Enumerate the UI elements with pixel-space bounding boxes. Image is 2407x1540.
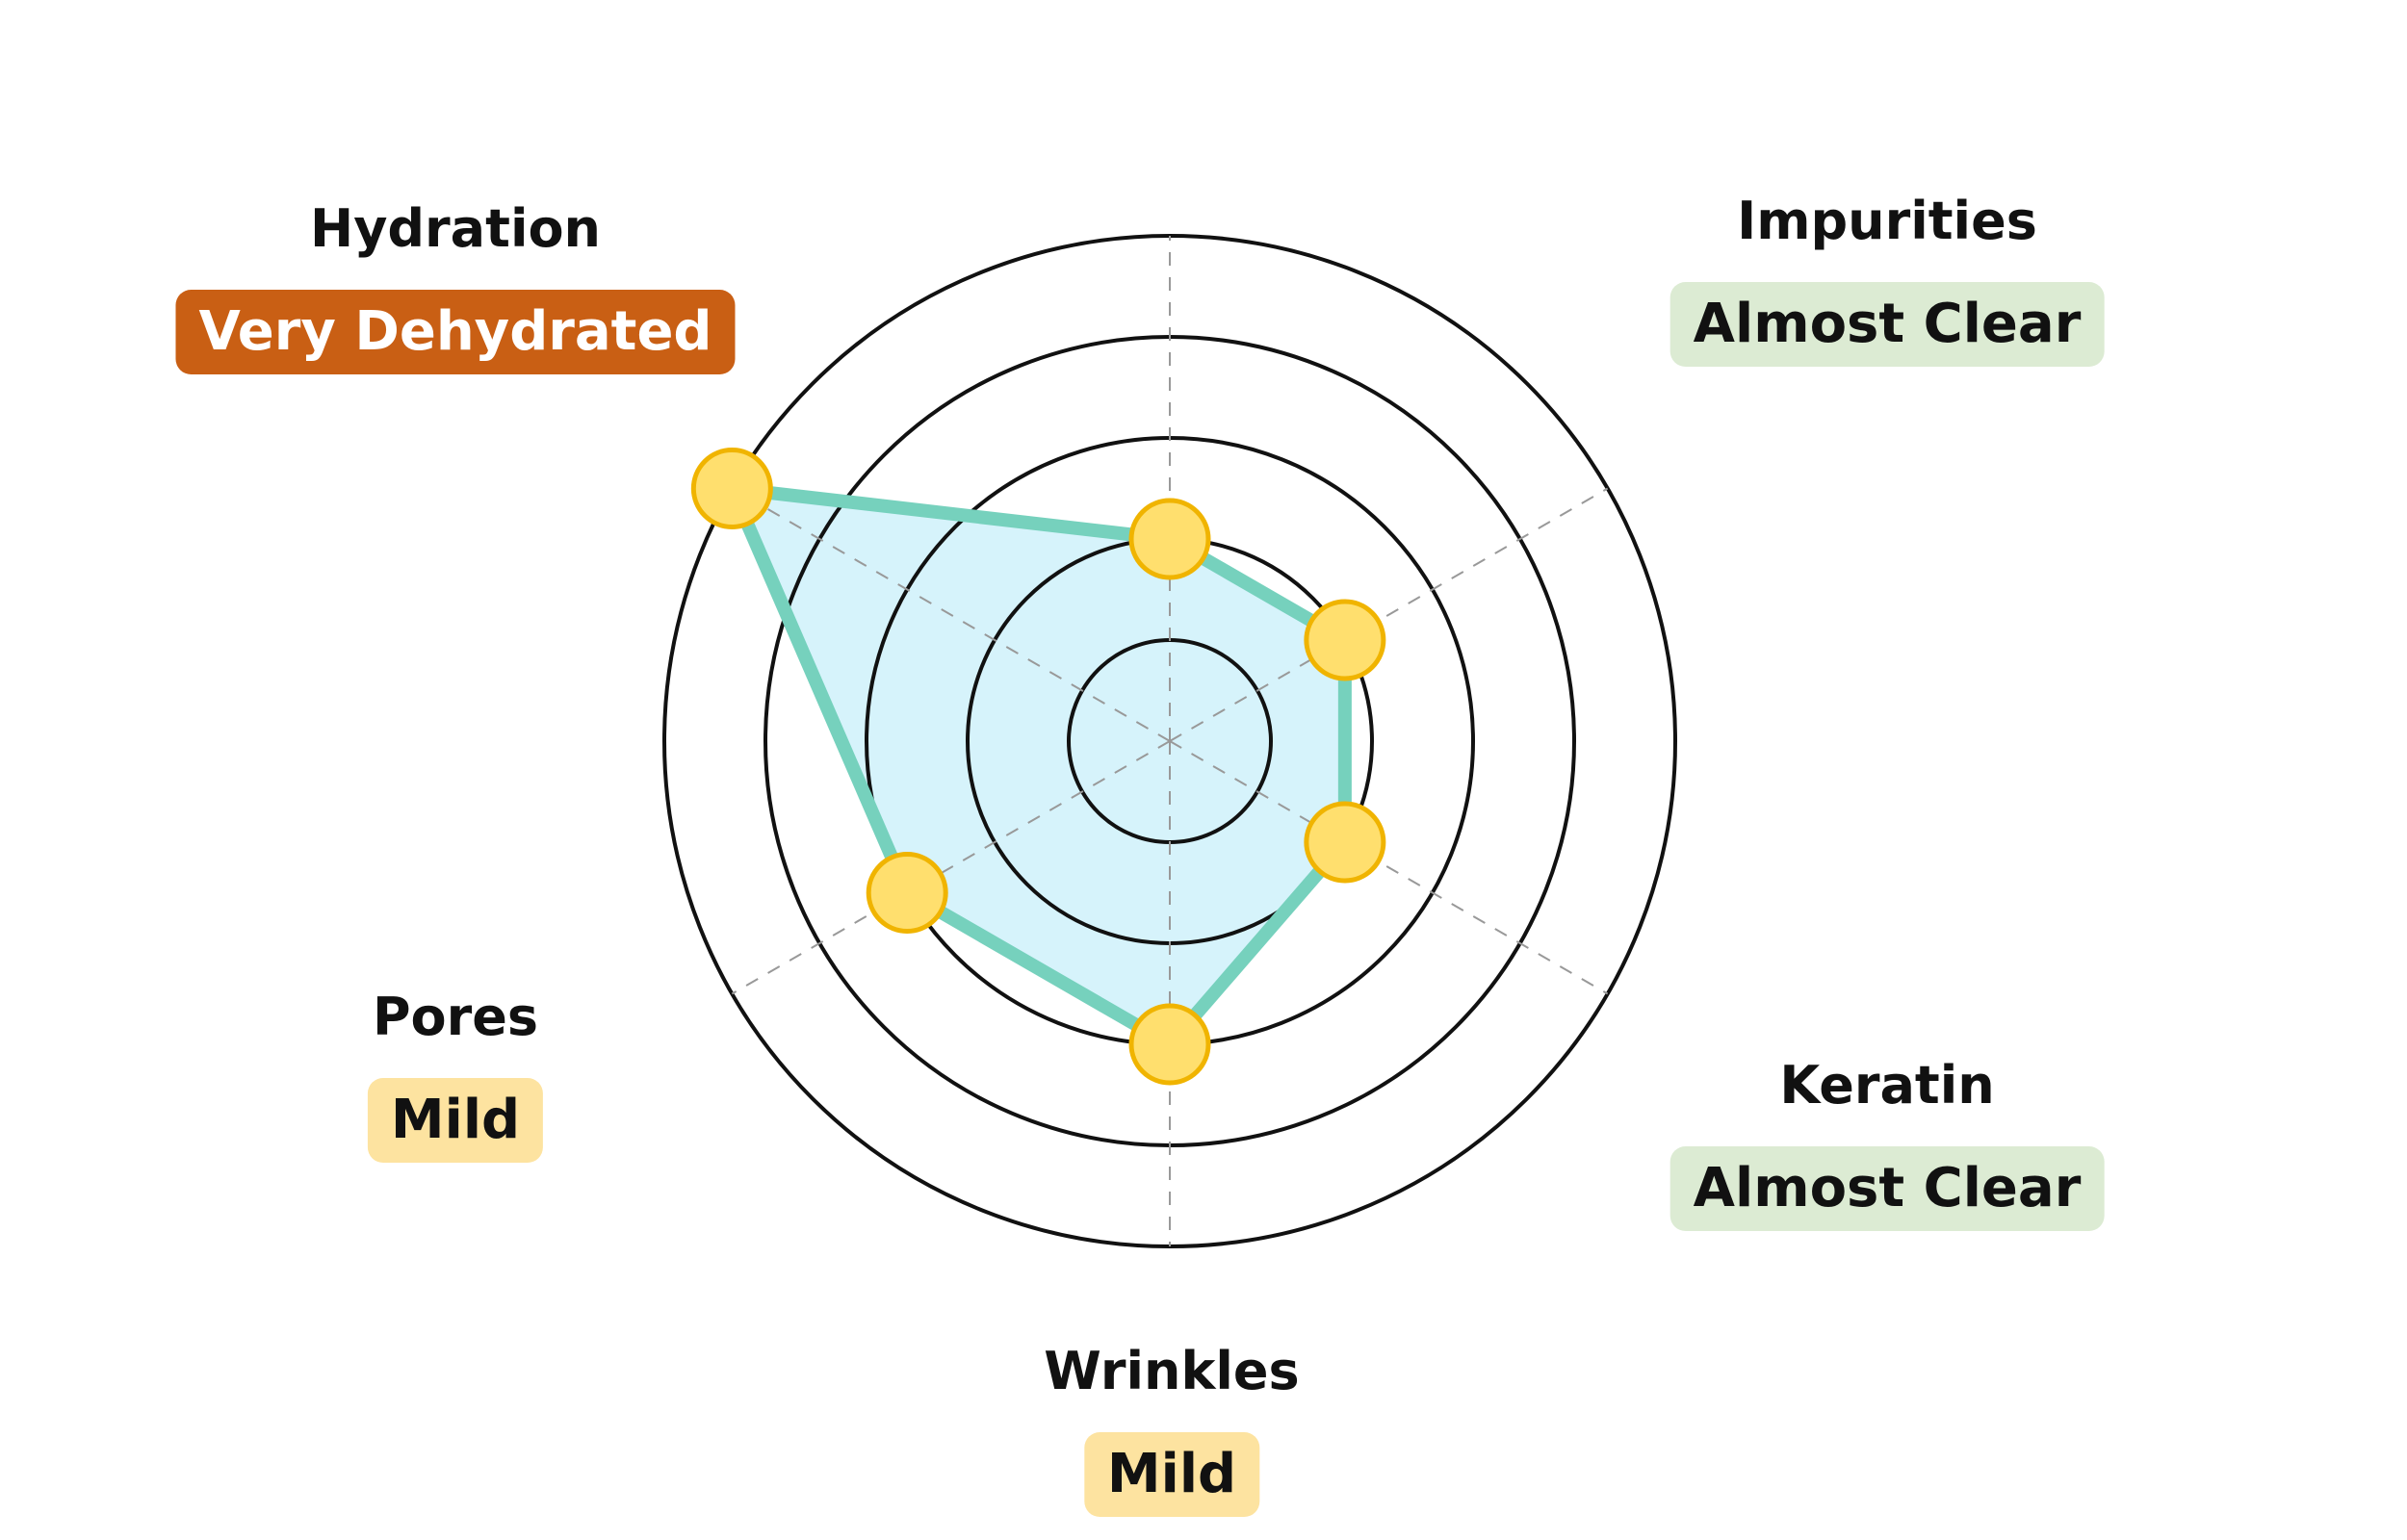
- axis-label-hydration: Hydration Very Dehydrated: [175, 195, 736, 374]
- axis-label-wrinkles: Wrinkles Mild: [1044, 1338, 1300, 1517]
- axis-title: Keratin: [1779, 1055, 1995, 1116]
- axis-title: Pores: [372, 987, 539, 1047]
- axis-title: Wrinkles: [1044, 1341, 1300, 1401]
- axis-spoke: [731, 487, 1171, 742]
- data-point: [1304, 599, 1386, 681]
- status-badge: Mild: [367, 1078, 544, 1163]
- axis-title: Impurities: [1737, 191, 2037, 251]
- data-point: [1128, 1003, 1211, 1086]
- status-badge: Mild: [1083, 1432, 1260, 1517]
- data-point: [866, 852, 948, 934]
- data-point: [690, 448, 773, 529]
- status-badge: Almost Clear: [1669, 282, 2105, 367]
- axis-label-keratin: Keratin Almost Clear: [1669, 1052, 2105, 1231]
- axis-label-pores: Pores Mild: [367, 984, 544, 1163]
- axis-spoke: [731, 740, 1171, 995]
- data-area: [732, 488, 1345, 1044]
- axis-title: Hydration: [310, 198, 601, 259]
- axis-spoke: [1169, 740, 1609, 995]
- status-badge: Very Dehydrated: [175, 290, 736, 374]
- status-badge: Almost Clear: [1669, 1146, 2105, 1231]
- data-point: [1128, 498, 1211, 580]
- data-point: [1304, 801, 1386, 884]
- axis-spoke: [1169, 487, 1609, 742]
- axis-label-impurities: Impurities Almost Clear: [1669, 188, 2105, 367]
